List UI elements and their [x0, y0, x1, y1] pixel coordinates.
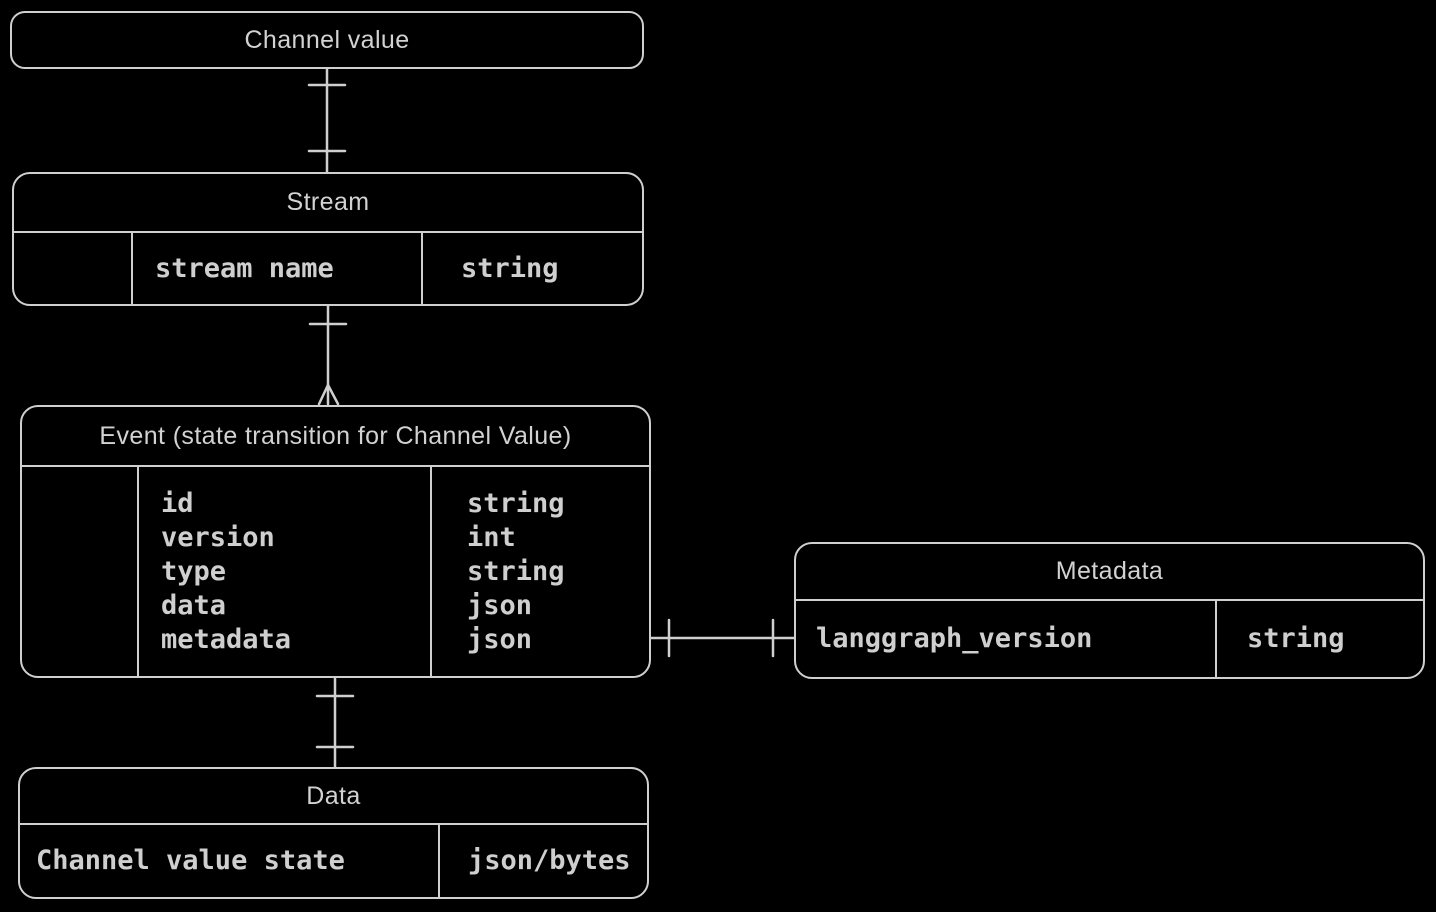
attribute-name: id	[161, 487, 194, 519]
relationship-event-metadata	[649, 618, 796, 658]
attribute-name: langgraph_version	[816, 623, 1093, 654]
entity-event-title: Event (state transition for Channel Valu…	[22, 407, 649, 467]
attribute-type-cell: json/bytes	[440, 825, 647, 897]
attribute-type: int	[467, 521, 516, 553]
crow-foot-many-icon	[317, 383, 340, 406]
attribute-name-cell: langgraph_version	[796, 601, 1217, 677]
attribute-type: json/bytes	[468, 845, 631, 876]
entity-channel-value-title: Channel value	[244, 25, 410, 54]
entity-stream-title: Stream	[14, 174, 642, 233]
attribute-name-cell: id version type data metadata	[139, 467, 432, 676]
attribute-name: type	[161, 555, 227, 587]
attribute-type: string	[1247, 623, 1345, 654]
attribute-name: metadata	[161, 623, 292, 655]
attribute-type-cell: string	[1217, 601, 1423, 677]
entity-metadata: Metadata langgraph_version string	[794, 542, 1425, 679]
entity-data-title: Data	[20, 769, 647, 825]
attribute-name: Channel value state	[36, 845, 345, 876]
attribute-type-cell: string	[423, 233, 642, 304]
entity-metadata-title: Metadata	[796, 544, 1423, 601]
relationship-channel-value-stream	[307, 66, 347, 174]
attribute-name: version	[161, 521, 275, 553]
attribute-name-cell: stream name	[133, 233, 423, 304]
entity-data-attributes: Channel value state json/bytes	[20, 825, 647, 897]
entity-stream: Stream stream name string	[12, 172, 644, 306]
attribute-type: string	[467, 555, 565, 587]
attribute-type: json	[467, 623, 533, 655]
attribute-name: stream name	[155, 252, 334, 284]
entity-metadata-attributes: langgraph_version string	[796, 601, 1423, 677]
entity-event-attributes: id version type data metadata string int…	[22, 467, 649, 676]
entity-data: Data Channel value state json/bytes	[18, 767, 649, 899]
attribute-type: string	[461, 252, 559, 284]
attribute-type: string	[467, 487, 565, 519]
relationship-stream-event	[308, 303, 348, 406]
attribute-type-cell: string int string json json	[432, 467, 649, 676]
entity-stream-attributes: stream name string	[14, 233, 642, 304]
key-column-cell	[22, 467, 139, 676]
entity-event: Event (state transition for Channel Valu…	[20, 405, 651, 678]
attribute-name-cell: Channel value state	[20, 825, 440, 897]
attribute-name: data	[161, 589, 227, 621]
key-column-cell	[14, 233, 133, 304]
relationship-event-data	[315, 675, 355, 769]
attribute-type: json	[467, 589, 533, 621]
entity-channel-value: Channel value	[10, 11, 644, 69]
